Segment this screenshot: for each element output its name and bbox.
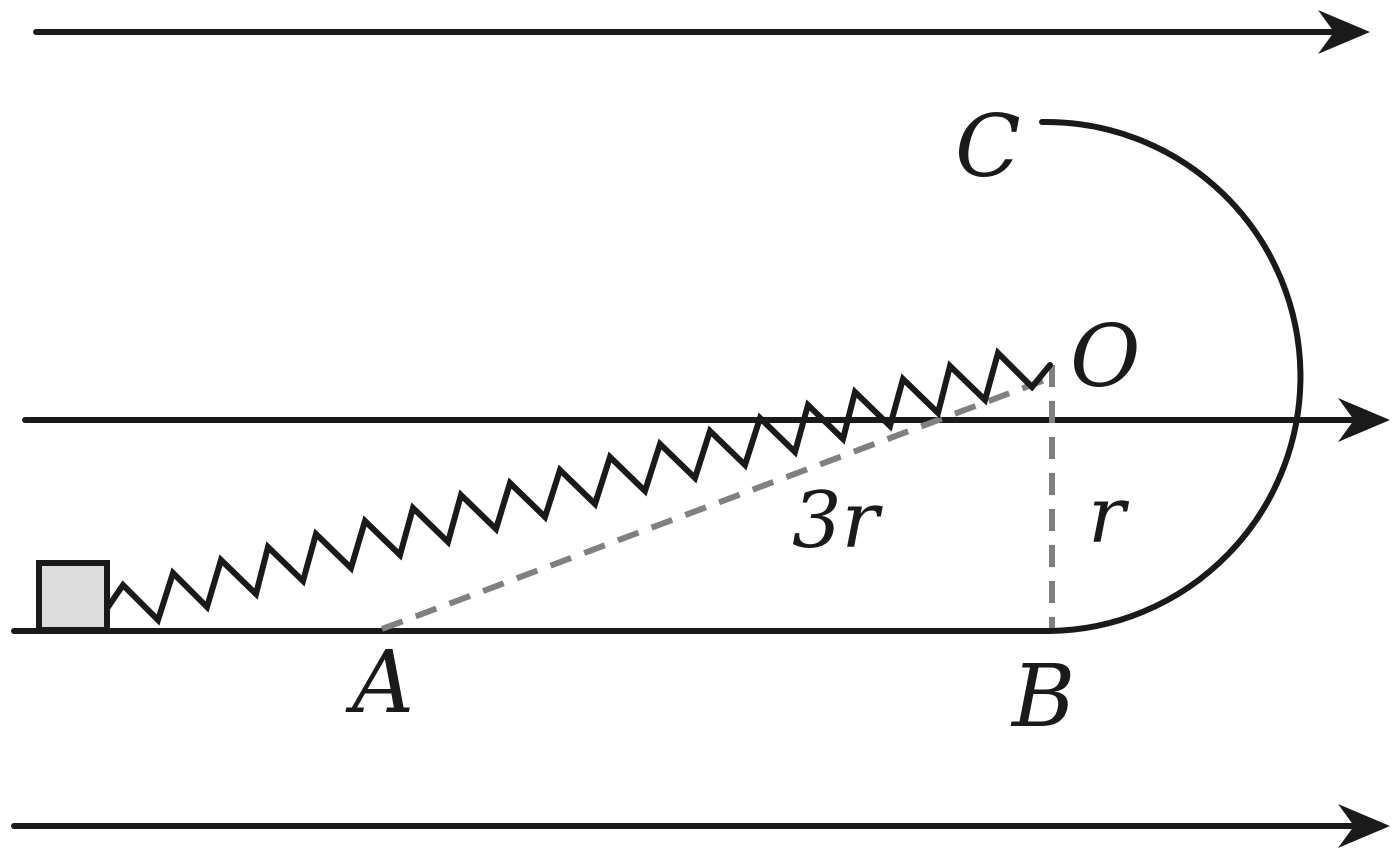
block (36, 560, 110, 633)
label-C: C (955, 97, 1021, 197)
spring (103, 347, 1053, 626)
label-A: A (345, 633, 414, 733)
field-arrow-top (1318, 10, 1370, 54)
label-B: B (1010, 647, 1075, 747)
field-arrow-middle (1338, 398, 1390, 442)
semicircle-track (1039, 118, 1304, 634)
field-arrow-bottom (1338, 804, 1390, 848)
label-radius-r: r (1088, 471, 1130, 561)
field-line-bottom (11, 804, 1390, 848)
field-line-middle (22, 398, 1390, 442)
label-O: O (1070, 307, 1141, 407)
dashed-line-AO (380, 375, 1052, 632)
field-line-top (33, 10, 1370, 54)
label-length-3r: 3r (792, 476, 884, 566)
